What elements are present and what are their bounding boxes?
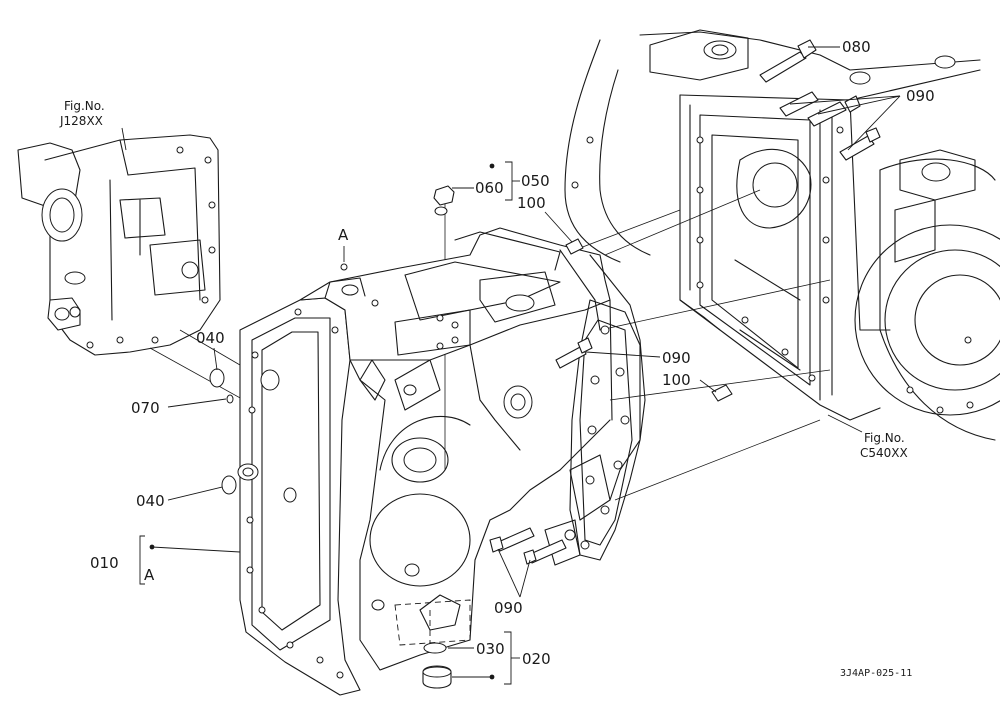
bolt-090-top-b [807,101,847,127]
leader-lines [121,46,901,685]
callout-050: 050 [521,172,550,190]
pin-100-mid [711,384,733,402]
left-fig-label: Fig.No. [64,99,105,113]
small-parts [209,39,881,689]
callout-090-top: 090 [906,87,935,105]
callout-010-ref: A [144,566,155,584]
callout-labels: 080 090 050 060 100 A 040 070 040 010 A … [90,38,935,668]
callout-060: 060 [475,179,504,197]
callout-090-bottom: 090 [494,599,523,617]
o-ring-040-mid [221,475,237,495]
callout-100-mid: 100 [662,371,691,389]
front-housing [17,134,221,356]
right-fig-label: Fig.No. [864,431,905,445]
bolt-090-top-c [839,135,875,161]
transmission-case [237,227,646,696]
callout-020: 020 [522,650,551,668]
figure-references: Fig.No. J128XX Fig.No. C540XX 3J4AP-025-… [59,99,912,679]
rear-axle-housing [564,29,1000,441]
drawing-code: 3J4AP-025-11 [840,668,912,679]
o-ring-070 [226,394,234,404]
pin-100-top [565,238,584,255]
plug-060 [433,185,455,206]
callout-070: 070 [131,399,160,417]
callout-080: 080 [842,38,871,56]
bolt-090-mid [555,345,587,369]
callout-100-top: 100 [517,194,546,212]
ref-a-marker [340,263,348,271]
o-ring-030 [423,642,447,654]
left-fig-number: J128XX [59,114,103,128]
o-ring-060 [434,206,448,216]
callout-040-mid: 040 [136,492,165,510]
right-fig-number: C540XX [860,446,908,460]
callout-090-mid: 090 [662,349,691,367]
callout-040-top: 040 [196,329,225,347]
o-ring-040-top [209,368,225,388]
bolt-080 [759,51,807,83]
bolt-090-top-a [779,91,819,117]
callout-030: 030 [476,640,505,658]
ref-a: A [338,226,349,244]
callout-010: 010 [90,554,119,572]
